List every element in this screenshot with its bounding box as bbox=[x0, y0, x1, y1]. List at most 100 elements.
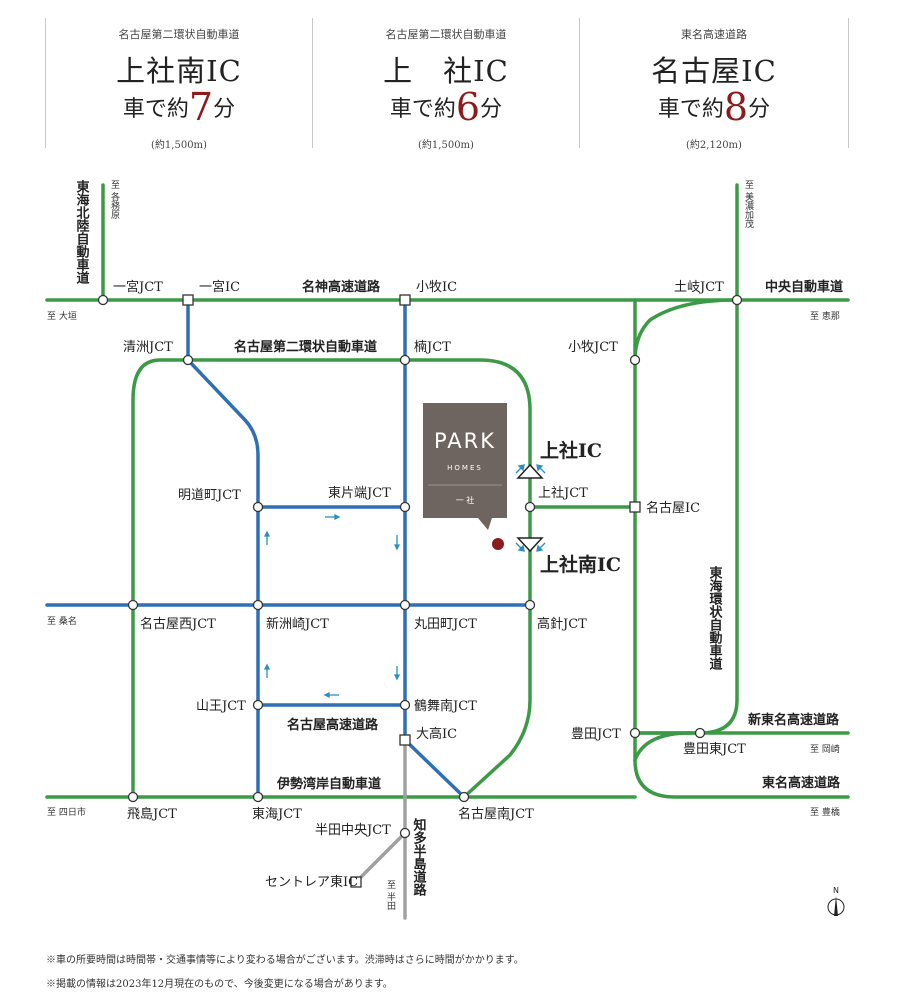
chuo-label: 中央自動車道 bbox=[765, 279, 843, 295]
ichinomiya-jct-label: 一宮JCT bbox=[113, 279, 163, 295]
kamiyashiro-minami-ic-marker bbox=[516, 537, 544, 553]
toyota-curve bbox=[633, 731, 692, 762]
ic-access-card: 東名高速道路 名古屋IC 車で約8分 (約2,120m) bbox=[579, 18, 849, 151]
toyota-jct-marker bbox=[629, 727, 641, 739]
nagoya-expressway-lines bbox=[45, 298, 532, 799]
tobishima-jct-marker bbox=[127, 791, 139, 803]
ic-road-name: 名古屋第二環状自動車道 bbox=[118, 28, 240, 41]
odaka-ic-marker bbox=[399, 734, 411, 746]
toki-jct-marker bbox=[731, 294, 743, 306]
nagoyaminami-jct-marker bbox=[458, 791, 470, 803]
kamiyashiro-ic-label: 上社IC bbox=[540, 439, 602, 462]
to-ena-label: 至 恵那 bbox=[810, 310, 840, 322]
meidocho-jct-marker bbox=[252, 501, 264, 513]
nagoya-ic-label: 名古屋IC bbox=[646, 500, 700, 516]
to-ogaki-label: 至 大垣 bbox=[47, 310, 77, 322]
tokai-hokuriku-label: 東海北陸自動車道 bbox=[74, 179, 90, 285]
time-prefix: 車で約 bbox=[657, 97, 724, 122]
komaki-toki-curve bbox=[633, 298, 737, 362]
ic-name: 上社南IC bbox=[116, 54, 242, 88]
ic-distance: (約1,500m) bbox=[151, 140, 207, 151]
to-toyohashi-label: 至 豊橋 bbox=[810, 806, 840, 818]
nagoya-ic-marker bbox=[629, 501, 641, 513]
ic-access-card: 名古屋第二環状自動車道 上社南IC 車で約7分 (約1,500m) bbox=[45, 18, 312, 151]
marutamachi-jct-marker bbox=[399, 599, 411, 611]
expressway-lines bbox=[45, 183, 850, 799]
centrair-higashi-ic-marker bbox=[350, 876, 362, 888]
tokai-jct-marker bbox=[252, 791, 264, 803]
meidocho-jct-label: 明道町JCT bbox=[178, 488, 241, 503]
takabari-jct-label: 高針JCT bbox=[537, 616, 587, 632]
handachuo-jct-label: 半田中央JCT bbox=[315, 823, 391, 838]
sanno-jct-label: 山王JCT bbox=[196, 699, 246, 714]
nagoya-kosoku-label: 名古屋高速道路 bbox=[287, 717, 379, 733]
north-arrow-icon: N bbox=[827, 886, 845, 916]
higashikatahata-jct-marker bbox=[399, 501, 411, 513]
komaki-jct-label: 小牧JCT bbox=[568, 340, 618, 355]
ic-access-card: 名古屋第二環状自動車道 上 社IC 車で約6分 (約1,500m) bbox=[312, 18, 579, 151]
toki-jct-label: 土岐JCT bbox=[674, 280, 724, 295]
komaki-ic-marker bbox=[399, 294, 411, 306]
toyota-jct-label: 豊田JCT bbox=[571, 727, 621, 742]
kamiyashiro-jct-marker bbox=[524, 501, 536, 513]
ic-distance: (約1,500m) bbox=[418, 140, 474, 151]
kamiyashiro-minami-ic-label: 上社南IC bbox=[540, 553, 621, 576]
kamiyashiro-jct-label: 上社JCT bbox=[538, 485, 588, 501]
ic-name: 名古屋IC bbox=[651, 54, 777, 88]
tsurumaiminami-jct-marker bbox=[399, 699, 411, 711]
ichinomiya-ic-label: 一宮IC bbox=[199, 279, 240, 295]
kamiyashiro-ic-marker bbox=[516, 463, 544, 479]
sanno-jct-marker bbox=[252, 699, 264, 711]
kusunoki-jct-marker bbox=[399, 354, 411, 366]
footnote: ※車の所要時間は時間帯・交通事情等により変わる場合がございます。渋滞時はさらに時… bbox=[46, 955, 524, 966]
blue-west-line bbox=[186, 358, 260, 799]
logo-pointer bbox=[478, 518, 492, 530]
ic-name: 上 社IC bbox=[383, 54, 509, 88]
tomei-label: 東名高速道路 bbox=[762, 775, 841, 791]
odaka-ic-label: 大高IC bbox=[416, 726, 457, 742]
tokai-jct-label: 東海JCT bbox=[252, 806, 302, 822]
park-homes-logo bbox=[423, 403, 507, 518]
marutamachi-jct-label: 丸田町JCT bbox=[414, 617, 477, 632]
shin-tomei-label: 新東名高速道路 bbox=[748, 712, 840, 728]
nagoya2kanjo-west-line bbox=[131, 358, 190, 799]
to-yokkaichi-label: 至 四日市 bbox=[47, 806, 86, 818]
time-suffix: 分 bbox=[213, 97, 236, 122]
takabari-jct-marker bbox=[524, 599, 536, 611]
footnote: ※掲載の情報は2023年12月現在のもので、今後変更になる場合があります。 bbox=[46, 979, 393, 990]
odaka-link bbox=[403, 738, 466, 799]
nagoyanishi-jct-marker bbox=[127, 599, 139, 611]
nagoya2kanjo-label: 名古屋第二環状自動車道 bbox=[234, 339, 377, 355]
nagoyaminami-jct-label: 名古屋南JCT bbox=[458, 806, 534, 822]
tokai-kanjo-label: 東海環状自動車道 bbox=[707, 565, 723, 671]
handachuo-jct-marker bbox=[399, 827, 411, 839]
meishin-label: 名神高速道路 bbox=[302, 279, 381, 295]
road-labels: 名神高速道路 名古屋第二環状自動車道 中央自動車道 新東名高速道路 東名高速道路… bbox=[74, 179, 844, 896]
property-location: PARK HOMES 一 社 bbox=[423, 403, 507, 550]
logo-sub-text: HOMES bbox=[447, 464, 483, 472]
centrair-link bbox=[354, 831, 407, 884]
isewangan-label: 伊勢湾岸自動車道 bbox=[276, 776, 381, 792]
to-kakamigahara-label: 至 各務原 bbox=[109, 180, 120, 219]
junction-markers bbox=[97, 294, 743, 839]
tokai-kanjo-line bbox=[633, 183, 739, 735]
time-minutes: 8 bbox=[723, 85, 749, 129]
time-prefix: 車で約 bbox=[122, 97, 189, 122]
time-suffix: 分 bbox=[480, 97, 503, 122]
to-mino-kamo-label: 至 美濃加茂 bbox=[743, 180, 754, 229]
toyotahigashi-jct-marker bbox=[694, 727, 706, 739]
ic-drive-time: 車で約8分 bbox=[580, 88, 848, 126]
ic-markers bbox=[182, 294, 641, 888]
logo-main-text: PARK bbox=[434, 429, 496, 453]
nagoya2kanjo-east-line bbox=[186, 358, 532, 799]
one-way-arrows bbox=[263, 464, 546, 699]
node-labels: 一宮JCT 一宮IC 小牧IC 土岐JCT 清洲JCT 楠JCT 小牧JCT 明… bbox=[113, 279, 746, 890]
ic-access-panel: 名古屋第二環状自動車道 上社南IC 車で約7分 (約1,500m) 名古屋第二環… bbox=[45, 18, 849, 151]
ic-distance: (約2,120m) bbox=[686, 140, 742, 151]
shinsuzaki-jct-label: 新洲崎JCT bbox=[266, 616, 329, 632]
higashikatahata-jct-label: 東片端JCT bbox=[328, 485, 391, 501]
to-kuwana-label: 至 桑名 bbox=[47, 615, 77, 627]
ichinomiya-ic-marker bbox=[182, 294, 194, 306]
time-suffix: 分 bbox=[748, 97, 771, 122]
nagoyanishi-jct-label: 名古屋西JCT bbox=[140, 616, 216, 632]
